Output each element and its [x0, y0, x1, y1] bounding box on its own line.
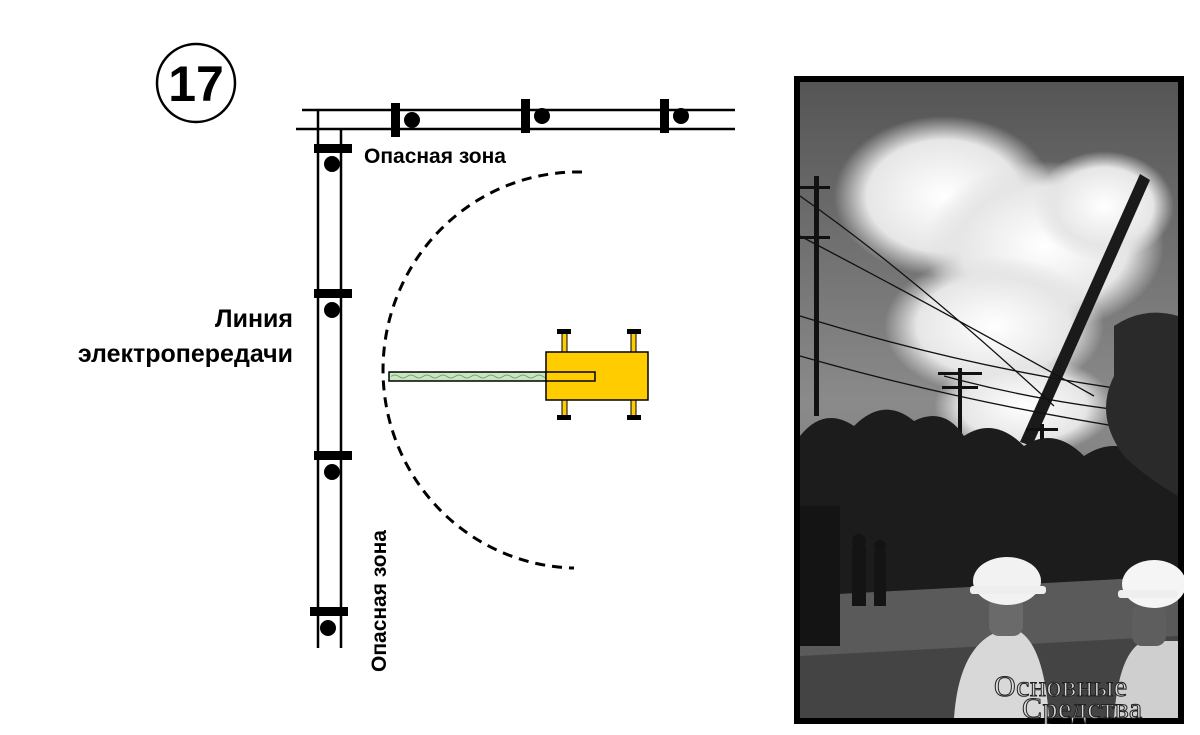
horizontal-pole-1: [391, 103, 420, 137]
figure-number-circle: [155, 42, 237, 124]
worker-2: [1114, 560, 1184, 718]
horizontal-power-line: [296, 108, 735, 131]
vertical-pole-4: [310, 607, 348, 636]
figure-number: 17: [168, 56, 224, 112]
danger-zone-arc: [381, 170, 583, 570]
accident-photo: Основные Средства: [794, 76, 1184, 724]
vertical-pole-3: [314, 451, 352, 480]
horizontal-pole-3: [660, 99, 689, 133]
vertical-pole-1: [314, 144, 352, 172]
crane-outriggers: [557, 329, 641, 420]
watermark-line2: Средства: [1022, 692, 1143, 724]
vertical-pole-2: [314, 289, 352, 318]
watermark-line1: Основные: [994, 670, 1128, 703]
danger-zone-label-top: Опасная зона: [364, 145, 506, 168]
photo-illustration: [799, 82, 1184, 718]
vertical-power-line: [316, 110, 343, 648]
danger-zone-label-vertical: Опасная зона: [368, 530, 391, 672]
power-line-label-line1: Линия: [215, 305, 293, 333]
crane-boom-inner: [545, 371, 596, 382]
horizontal-pole-2: [521, 99, 550, 133]
power-line-label-line2: электропередачи: [78, 340, 293, 368]
diagram-canvas: 17 Опасная зона Линия электропер: [78, 42, 735, 672]
worker-1: [954, 557, 1049, 718]
